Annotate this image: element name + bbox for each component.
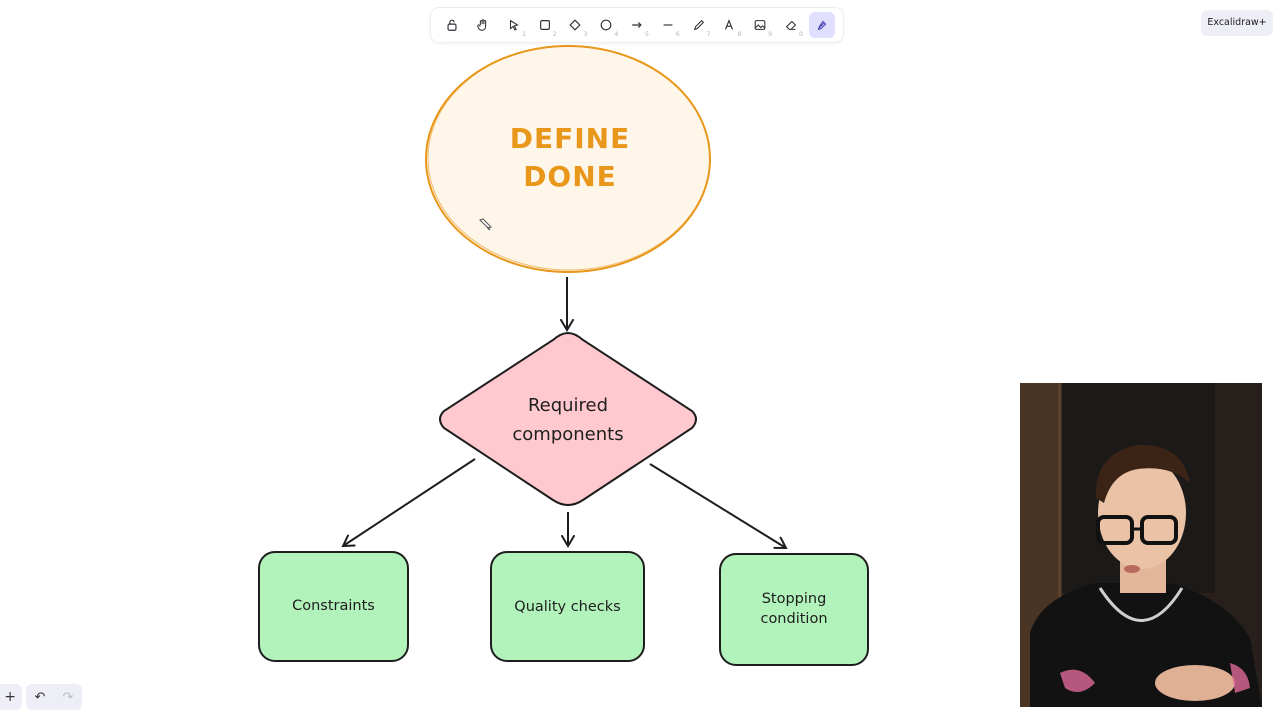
stopping-line-2: condition [760,611,828,627]
diamond-tool[interactable]: 3 [562,12,588,38]
tool-key: 2 [552,31,557,38]
hand-icon [477,19,487,31]
title-line-2: DONE [523,160,617,193]
define-done-title: DEFINE DONE [470,120,670,196]
quality-checks-label: Quality checks [514,599,621,615]
tool-key: 0 [798,31,803,38]
laser-pointer-icon [817,20,826,31]
define-done-ellipse-sketch [427,45,711,271]
constraints-box[interactable] [258,551,409,662]
arrow-icon [632,21,642,29]
tool-key: 7 [706,31,711,38]
image-tool[interactable]: 9 [747,12,773,38]
text-icon [725,19,734,30]
quality-checks-box[interactable] [490,551,645,662]
diamond-line-2: components [512,424,624,445]
webcam-overlay [1020,383,1262,707]
diamond-icon [569,19,582,31]
arrow-to-stopping-condition[interactable] [649,463,788,550]
plus-icon: + [4,689,16,705]
laser-tool[interactable] [808,12,835,38]
eraser-icon [785,20,796,30]
stopping-condition-label: Stopping condition [720,589,868,629]
line-tool[interactable]: 6 [655,12,681,38]
stopping-condition-box[interactable] [719,553,869,666]
undo-redo-group: ↶ ↷ [26,684,82,710]
presenter-video [1020,383,1262,707]
stopping-line-1: Stopping [761,591,827,607]
tool-key: 9 [768,31,773,38]
rectangle-icon [539,20,550,30]
selection-tool[interactable]: 1 [501,12,527,38]
laser-cursor-icon [479,218,492,231]
constraints-label: Constraints [292,598,375,614]
tool-key: 4 [614,31,619,38]
redo-icon[interactable]: ↷ [62,689,74,705]
title-line-1: DEFINE [509,122,631,155]
text-tool[interactable]: 8 [716,12,742,38]
undo-icon[interactable]: ↶ [34,689,46,705]
tool-key: 5 [645,31,649,38]
image-icon [754,20,766,30]
pencil-icon [693,19,704,31]
arrow-to-constraints[interactable] [341,458,476,548]
ellipse-tool[interactable]: 4 [593,12,619,38]
shape-toolbar: 1 2 3 4 5 6 7 8 9 0 [431,8,843,42]
required-components-diamond[interactable] [439,331,697,506]
rectangle-tool[interactable]: 2 [532,12,558,38]
ellipse-icon [600,19,612,31]
hand-tool[interactable] [470,12,496,38]
lock-tool[interactable] [439,12,465,38]
zoom-in-button[interactable]: + [0,684,22,710]
lock-icon [447,19,457,31]
draw-tool[interactable]: 7 [686,12,712,38]
pointer-icon [509,19,519,31]
eraser-tool[interactable]: 0 [778,12,804,38]
diamond-line-1: Required [527,395,609,416]
excalidraw-plus-button[interactable]: Excalidraw+ [1201,10,1273,36]
tool-key: 1 [522,31,526,38]
arrow-tool[interactable]: 5 [624,12,650,38]
tool-key: 6 [675,31,680,38]
diamond-label: Required components [476,391,660,449]
line-icon [663,24,673,26]
tool-key: 3 [583,31,588,38]
tool-key: 8 [737,31,742,38]
